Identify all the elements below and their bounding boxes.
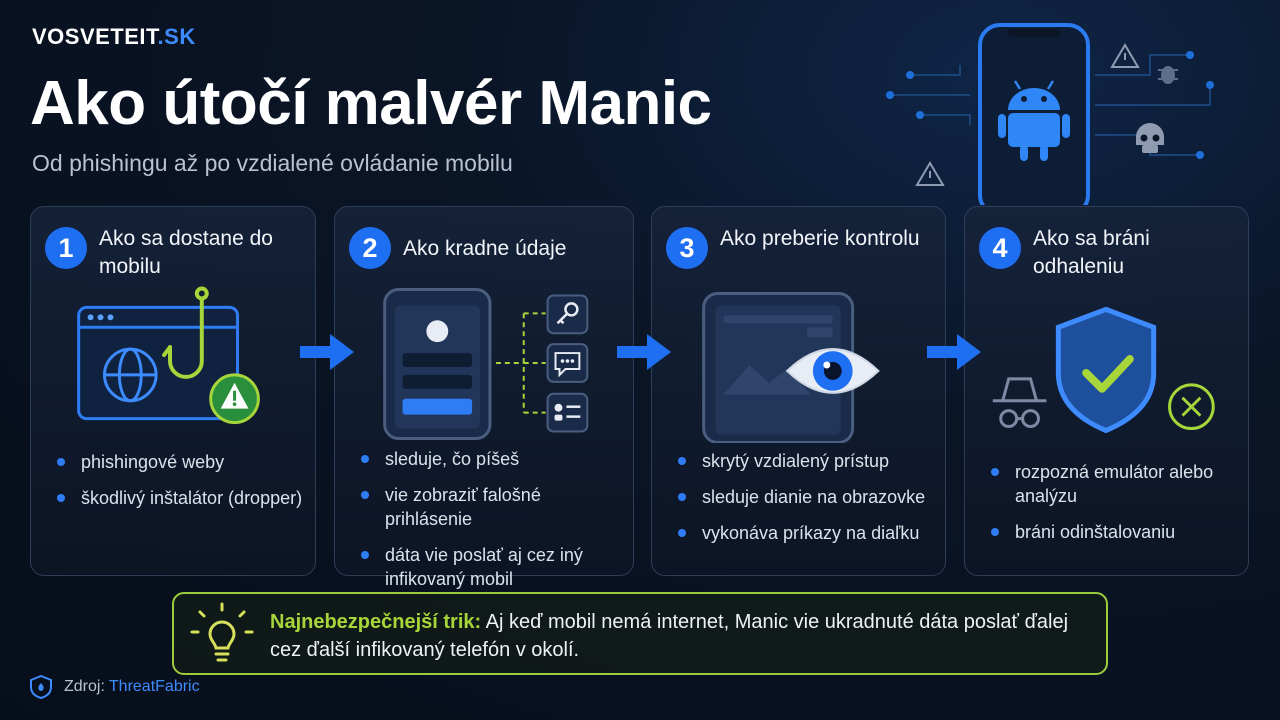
step-title: Ako preberie kontrolu [720,227,920,250]
arrow-right-icon [927,334,981,370]
step-bullets: rozpozná emulátor alebo analýzu bráni od… [991,460,1241,556]
list-item: škodlivý inštalátor (dropper) [57,486,307,510]
phishing-illustration [77,286,260,425]
source-credit: Zdroj: ThreatFabric [30,675,200,699]
page-subtitle: Od phishingu až po vzdialené ovládanie m… [32,150,513,176]
key-icon [546,294,589,335]
contact-icon [546,392,589,433]
shield-check-icon [1055,306,1157,434]
browser-icon [77,305,240,421]
list-item: dáta vie poslať aj cez iný infikovaný mo… [361,543,611,591]
spy-icon [992,377,1047,429]
step-card-3: 3 Ako preberie kontrolu skrytý vzdialený… [651,206,946,576]
fishhook-icon [162,286,209,379]
android-icon [998,80,1070,161]
list-item: vie zobraziť falošné prihlásenie [361,483,611,531]
tip-text: Najnebezpečnejší trik: Aj keď mobil nemá… [270,608,1090,664]
remote-control-illustration [702,291,880,443]
list-item: phishingové weby [57,450,307,474]
chat-icon [546,343,589,383]
list-item: skrytý vzdialený prístup [678,449,928,473]
step-title: Ako sa bráni odhaleniu [1033,227,1150,278]
tip-box: Najnebezpečnejší trik: Aj keď mobil nemá… [172,592,1108,675]
bug-icon [1158,66,1178,84]
phone-icon [702,291,855,443]
step-title: Ako sa dostane do mobilu [99,227,273,278]
brand-name: VOSVETEIT [32,24,158,49]
source-label: Zdroj: [64,678,105,695]
step-number: 2 [349,227,391,269]
skull-icon [1136,123,1164,153]
step-number: 4 [979,227,1021,269]
tip-body: Aj keď mobil nemá internet, Manic vie uk… [270,611,1069,661]
list-item: bráni odinštalovaniu [991,520,1241,544]
list-item: sleduje dianie na obrazovke [678,485,928,509]
step-card-4: 4 Ako sa bráni odhaleniu rozpozná emulát… [964,206,1249,576]
shield-logo-icon [30,675,52,699]
warning-icon [1110,43,1140,68]
step-card-2: 2 Ako kradne údaje [334,206,634,589]
step-bullets: sleduje, čo píšeš vie zobraziť falošné p… [361,447,611,603]
list-item: vykonáva príkazy na diaľku [678,521,928,545]
step-number: 1 [45,227,87,269]
lightbulb-icon [190,602,254,662]
eye-icon [785,348,880,394]
source-value: ThreatFabric [108,678,200,695]
step-card-1: 1 Ako sa dostane do mobilu phishingové w… [30,206,316,576]
list-item: sleduje, čo píšeš [361,447,611,471]
brand-logo: VOSVETEIT.SK [32,24,196,50]
page-title: Ako útočí malvér Manic [30,69,712,138]
step-number: 3 [666,227,708,269]
arrow-right-icon [300,334,354,370]
arrow-right-icon [617,334,671,370]
hero-illustration [886,23,1214,205]
phone-icon [383,288,492,440]
list-item: rozpozná emulátor alebo analýzu [991,460,1241,508]
close-circle-icon [1168,383,1215,431]
warning-icon [915,161,945,186]
tip-highlight: Najnebezpečnejší trik: [270,611,482,633]
warning-icon [209,373,260,425]
step-bullets: skrytý vzdialený prístup sleduje dianie … [678,449,928,557]
globe-icon [102,347,158,403]
data-theft-illustration [383,288,589,440]
step-title: Ako kradne údaje [403,237,567,260]
step-bullets: phishingové weby škodlivý inštalátor (dr… [57,450,307,522]
brand-domain: .SK [157,24,196,49]
evasion-illustration [992,306,1215,434]
